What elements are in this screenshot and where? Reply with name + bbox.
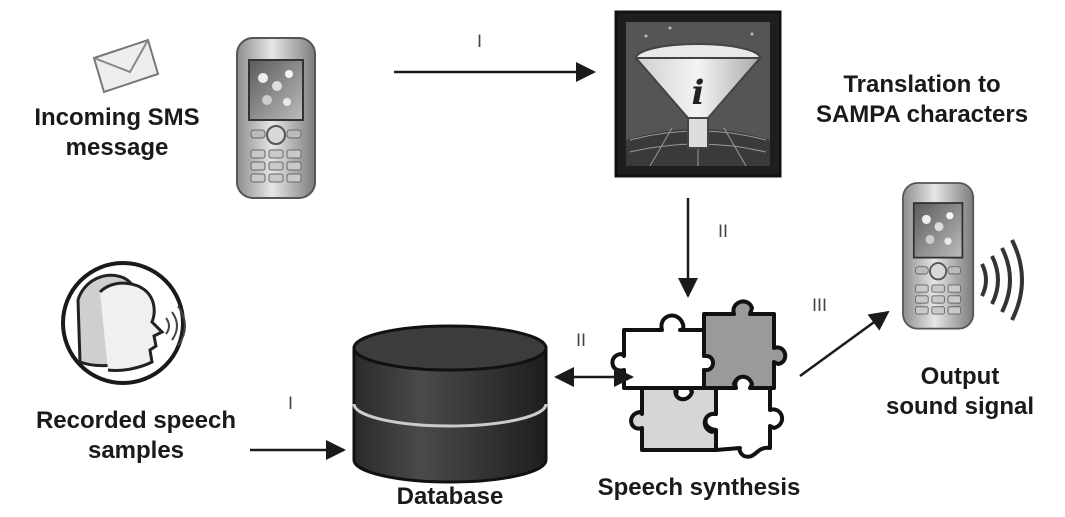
translation-line2: SAMPA characters xyxy=(815,101,1029,128)
recorded-speech-line2: samples xyxy=(87,437,185,464)
database-label: Database xyxy=(396,483,504,510)
svg-text:i: i xyxy=(692,73,705,113)
arrow-synthesis-to-output xyxy=(799,310,890,378)
edge-label-database-synthesis: II xyxy=(576,331,587,351)
speaking-heads-icon xyxy=(61,261,186,385)
incoming-sms-line2: message xyxy=(65,134,169,161)
edge-label-phone-to-translation: I xyxy=(477,32,483,52)
output-signal-label: Output sound signal xyxy=(860,362,1060,422)
translation-label: Translation to SAMPA characters xyxy=(786,70,1058,130)
incoming-sms-line1: Incoming SMS xyxy=(34,104,200,131)
edge-label-recorded-to-database: I xyxy=(288,394,294,414)
database-cylinder-icon xyxy=(352,324,548,484)
edge-label-translation-to-synthesis: II xyxy=(718,222,729,242)
output-signal-line1: Output xyxy=(920,363,1000,390)
phone-sound-waves-icon xyxy=(902,182,1024,330)
incoming-sms-label: Incoming SMS message xyxy=(12,103,222,163)
recorded-speech-label: Recorded speech samples xyxy=(6,406,266,466)
funnel-info-icon: i xyxy=(614,10,782,178)
arrows xyxy=(250,62,890,460)
envelope-icon xyxy=(92,38,160,94)
mobile-phone-icon xyxy=(236,37,316,199)
output-signal-line2: sound signal xyxy=(885,393,1034,420)
edge-label-synthesis-to-output: III xyxy=(812,296,828,316)
speech-synthesis-label: Speech synthesis xyxy=(597,474,801,501)
puzzle-pieces-icon xyxy=(610,299,788,459)
recorded-speech-line1: Recorded speech xyxy=(35,407,237,434)
translation-line1: Translation to xyxy=(843,71,1001,98)
